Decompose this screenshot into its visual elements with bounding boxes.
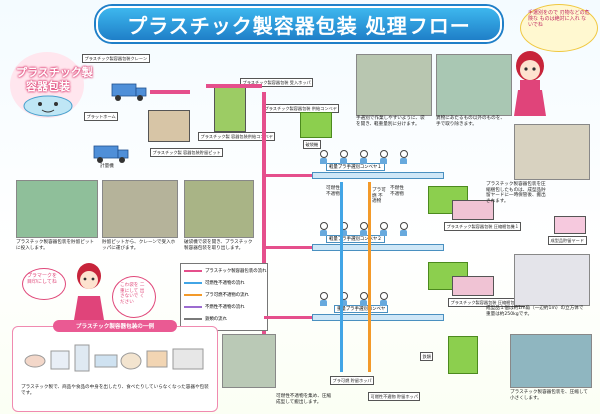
pla-mark-note: プラマークを 目印にしてね [27,273,58,285]
flow-arrow [264,246,312,249]
receive-hopper [214,86,246,132]
sort-conveyor-3 [312,314,444,321]
worker [320,150,328,164]
photo-sorting-line [436,54,512,116]
hopper-label: プラスチック製容器包装 受入ホッパ [240,78,314,87]
sample-heading: プラスチック製容器包装の一例 [53,320,177,332]
caption-4: 手選別で作業しやすいように、袋を開き、軽重量別に分けます。 [356,116,425,127]
photo-crane [102,180,178,238]
page-title: プラスチック製容器包装 処理フロー [96,6,502,42]
girl-character-top [514,51,546,116]
flow-arrow-vertical [262,92,266,352]
platform-label: プラットホーム [84,112,119,121]
iron-label: 鉄類 [420,352,434,361]
bag-note: こわ袋を 二重にして 出さないで ください [120,283,145,305]
girl-character-left [74,263,104,320]
flammable-label: 可燃性 不適物 [326,186,340,197]
stock-yard-label: 成型品貯留ヤード [548,236,587,245]
worker [320,292,328,306]
warning-cloud [520,4,598,52]
worker [400,222,408,236]
worker [380,292,388,306]
legend-item: 不燃性不適物の流れ [184,304,245,310]
bag-note-cloud [112,276,156,318]
plastic-hopper-label: プラ可燃 貯留ホッパ [330,376,375,385]
worker [320,222,328,236]
plastic-flammable-label: プラ可燃 不適物 [372,188,386,205]
nonflammable-label: 不燃性 不適物 [390,186,404,197]
worker [340,150,348,164]
caption-1: プラスチック製容器包装を貯留ピットに投入します。 [16,240,95,251]
breaker-character [300,112,332,138]
compressor-1-label: プラスチック製容器包装 圧縮梱包機１ [444,222,522,231]
sort-conveyor-1-label: 軽量プラ手選別コンベヤ１ [326,163,385,171]
worker [400,150,408,164]
flow-legend: プラスチック製容器包装の流れ 可燃性不適物の流れ プラ可燃不適物の流れ 不燃性不… [180,263,268,331]
scale-truck-icon [93,145,129,163]
flammable-compress-character [448,336,478,374]
mascot-icon [23,95,73,117]
photo-flammable [222,334,276,388]
bale-stack-1 [452,200,494,220]
truck-icon [111,83,147,101]
pit-label: プラスチック製 容器包装貯留ピット [150,148,224,157]
caption-9: プラスチック製容器包装を、圧縮して小さくします。 [510,390,588,401]
caption-8: 可燃性不適物を集め、圧縮成型して搬出します。 [276,394,332,405]
storage-pit [148,110,190,142]
caption-2: 貯留ピットから、クレーンで受入ホッパに運びます。 [102,240,176,251]
scale-label: 計量機 [100,164,114,169]
pla-mark-cloud [22,268,66,300]
legend-item: 可燃性不適物の流れ [184,280,245,286]
flow-arrow [206,84,262,88]
photo-compressor [510,334,592,388]
worker [380,222,388,236]
sort-conveyor-1 [312,172,444,179]
caption-5: 異物にあたるもの以外のものを、手で取り除きます。 [436,116,505,127]
sort-conveyor-2 [312,244,444,251]
legend-item: 鉄類の流れ [184,316,227,322]
bale-stack-2 [452,276,494,296]
flow-arrow [264,316,312,319]
mascot-heading-line1: プラスチック製 [16,66,93,79]
plastic-flammable-flow-arrow [368,182,371,372]
sample-panel: プラスチック製容器包装の一例 プラスチック製で、商品や食品の中身を出したり、食べ… [12,320,218,412]
caption-6: プラスチック製容器包装を圧縮梱包したものは、成型品貯留ヤードに一時保管後、搬出さ… [486,182,546,204]
stock-yard [554,216,586,234]
caption-3: 破袋機で袋を開き、プラスチック製容器包装を取り出します。 [184,240,253,251]
feed-conveyor-a-label: プラスチック製 容器包装供給コンベヤ [198,132,276,141]
sample-items-icon [24,344,204,372]
worker [360,150,368,164]
legend-item: プラスチック製容器包装の流れ [184,268,266,274]
warning-note: 手選別をので 刃物などの危険な ものは絶対に入れ ないでね [528,10,590,28]
flow-arrow [264,174,312,177]
mascot-heading-line2: 容器包装 [26,80,70,93]
sample-caption: プラスチック製で、商品や食品の中身を出したり、食べたりしていらなくなった容器や包… [21,385,209,396]
sort-conveyor-2-label: 軽量プラ手選別コンベヤ２ [326,235,385,243]
flow-arrow [150,90,190,94]
breaker-label: 破袋機 [303,140,321,149]
flammable-storage-label: 可燃性不適物 貯留ホッパ [368,392,421,401]
photo-bales [514,124,590,180]
caption-7: 成型品１個は約1m角（一辺約1m）の立方体で重量は約250kgです。 [486,306,584,317]
worker [360,292,368,306]
photo-feed [184,180,254,238]
crane-label: プラスチック製容器包装クレーン [82,54,150,63]
photo-pit [16,180,98,238]
photo-breaker [356,54,432,116]
photo-cube [514,254,590,306]
flammable-flow-arrow [340,182,343,372]
worker [360,222,368,236]
legend-item: プラ可燃不適物の流れ [184,292,249,298]
worker [380,150,388,164]
